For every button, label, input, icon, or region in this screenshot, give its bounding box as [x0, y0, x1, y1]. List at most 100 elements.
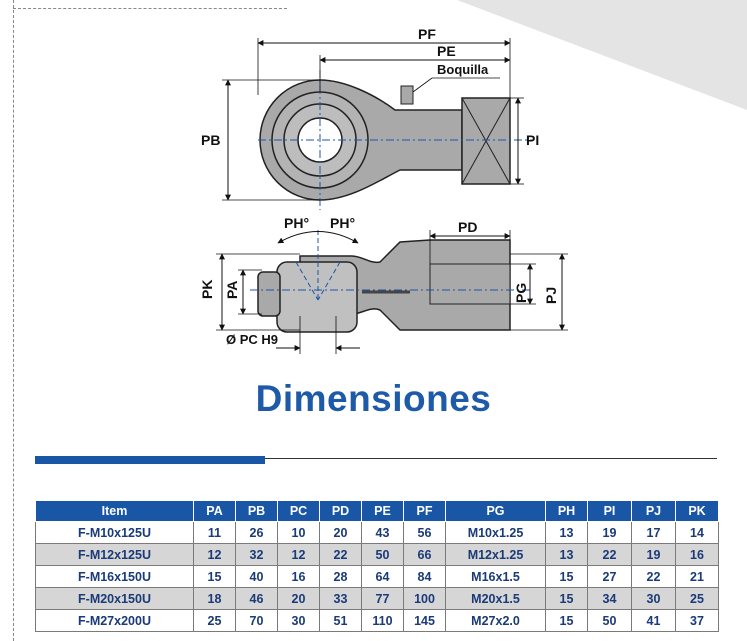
cell-pi: 34 — [587, 587, 632, 610]
side-bore-stub — [257, 271, 281, 317]
label-pj: PJ — [543, 287, 559, 304]
title-rule-line — [265, 458, 717, 459]
label-pb: PB — [201, 132, 220, 148]
cell-pd: 20 — [319, 521, 362, 544]
label-boquilla: Boquilla — [437, 62, 489, 77]
header-item: Item — [35, 500, 194, 522]
cell-pd: 33 — [319, 587, 362, 610]
label-pd: PD — [458, 219, 477, 235]
side-view: PH° PH° PD PK PA PG PJ Ø PC H9 — [199, 215, 568, 354]
header-pk: PK — [675, 500, 719, 522]
header-pj: PJ — [631, 500, 676, 522]
cell-pf: 66 — [403, 543, 446, 566]
cell-pc: 16 — [277, 565, 320, 588]
cell-pk: 21 — [675, 565, 719, 588]
technical-drawing: PF PE Boquilla PB PI PH° PH° — [199, 26, 568, 354]
cell-pa: 11 — [193, 521, 236, 544]
grease-nipple — [400, 85, 414, 105]
table-row: F-M12x125U 12 32 12 22 50 66 M12x1.25 13… — [35, 543, 719, 566]
page-title: Dimensiones — [255, 378, 492, 419]
cell-ph: 13 — [545, 521, 588, 544]
cell-ph: 15 — [545, 587, 588, 610]
page-frame-left — [13, 0, 14, 641]
cell-pi: 27 — [587, 565, 632, 588]
table-header-row: Item PA PB PC PD PE PF PG PH PI PJ PK — [35, 500, 719, 522]
cell-pk: 16 — [675, 543, 719, 566]
cell-pa: 25 — [193, 609, 236, 632]
table-row: F-M27x200U 25 70 30 51 110 145 M27x2.0 1… — [35, 609, 719, 632]
cell-pb: 46 — [235, 587, 278, 610]
cell-pc: 12 — [277, 543, 320, 566]
header-pc: PC — [277, 500, 320, 522]
page-frame-top — [13, 8, 287, 9]
cell-pj: 30 — [631, 587, 676, 610]
cell-pg: M27x2.0 — [445, 609, 546, 632]
cell-item: F-M12x125U — [35, 543, 194, 566]
header-pa: PA — [193, 500, 236, 522]
cell-ph: 15 — [545, 565, 588, 588]
label-pk: PK — [199, 280, 215, 299]
cell-pi: 22 — [587, 543, 632, 566]
table-row: F-M20x150U 18 46 20 33 77 100 M20x1.5 15… — [35, 587, 719, 610]
header-pf: PF — [403, 500, 446, 522]
cell-pb: 70 — [235, 609, 278, 632]
label-pc: Ø PC H9 — [226, 332, 278, 347]
cell-pi: 19 — [587, 521, 632, 544]
cell-pf: 84 — [403, 565, 446, 588]
cell-pk: 37 — [675, 609, 719, 632]
cell-pf: 100 — [403, 587, 446, 610]
label-ph-left: PH° — [284, 215, 309, 231]
cell-pj: 41 — [631, 609, 676, 632]
label-pa: PA — [224, 281, 240, 299]
cell-pk: 14 — [675, 521, 719, 544]
cell-pb: 40 — [235, 565, 278, 588]
cell-pj: 19 — [631, 543, 676, 566]
cell-item: F-M16x150U — [35, 565, 194, 588]
cell-pf: 56 — [403, 521, 446, 544]
cell-pe: 50 — [361, 543, 404, 566]
cell-pg: M20x1.5 — [445, 587, 546, 610]
header-pi: PI — [587, 500, 632, 522]
cell-pc: 10 — [277, 521, 320, 544]
cell-pc: 20 — [277, 587, 320, 610]
cell-pk: 25 — [675, 587, 719, 610]
cell-item: F-M10x125U — [35, 521, 194, 544]
cell-pb: 32 — [235, 543, 278, 566]
cell-pa: 12 — [193, 543, 236, 566]
table-row: F-M10x125U 11 26 10 20 43 56 M10x1.25 13… — [35, 521, 719, 544]
cell-item: F-M20x150U — [35, 587, 194, 610]
side-ball — [276, 261, 358, 333]
cell-pg: M12x1.25 — [445, 543, 546, 566]
dimensions-table: Item PA PB PC PD PE PF PG PH PI PJ PK F-… — [35, 500, 719, 632]
cell-pg: M16x1.5 — [445, 565, 546, 588]
cell-pe: 43 — [361, 521, 404, 544]
cell-pe: 64 — [361, 565, 404, 588]
cell-pe: 77 — [361, 587, 404, 610]
header-pd: PD — [319, 500, 362, 522]
cell-pc: 30 — [277, 609, 320, 632]
cell-pa: 15 — [193, 565, 236, 588]
header-pg: PG — [445, 500, 546, 522]
cell-pj: 17 — [631, 521, 676, 544]
header-pb: PB — [235, 500, 278, 522]
cell-pd: 22 — [319, 543, 362, 566]
title-rule-accent — [35, 456, 265, 464]
table-row: F-M16x150U 15 40 16 28 64 84 M16x1.5 15 … — [35, 565, 719, 588]
cell-pi: 50 — [587, 609, 632, 632]
cell-item: F-M27x200U — [35, 609, 194, 632]
cell-pd: 51 — [319, 609, 362, 632]
label-ph-right: PH° — [330, 215, 355, 231]
cell-pj: 22 — [631, 565, 676, 588]
header-ph: PH — [545, 500, 588, 522]
cell-pg: M10x1.25 — [445, 521, 546, 544]
label-pg: PG — [513, 283, 529, 303]
thread-hole — [429, 263, 511, 305]
cell-pf: 145 — [403, 609, 446, 632]
cell-pd: 28 — [319, 565, 362, 588]
cell-pa: 18 — [193, 587, 236, 610]
label-pf: PF — [418, 26, 436, 42]
cell-pe: 110 — [361, 609, 404, 632]
cell-ph: 13 — [545, 543, 588, 566]
label-pe: PE — [437, 43, 456, 59]
top-view: PF PE Boquilla PB PI — [201, 26, 539, 210]
